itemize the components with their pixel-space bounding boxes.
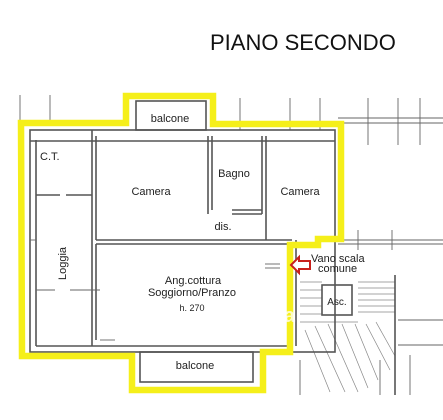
room-label-ang-cottura: Ang.cottura	[165, 275, 222, 287]
room-label-comune: comune	[318, 263, 357, 275]
room-label-soggiorno: Soggiorno/Pranzo	[148, 287, 236, 299]
room-label-balcone-top: balcone	[151, 113, 190, 125]
unit-outline	[17, 92, 345, 394]
room-label-balcone-bottom: balcone	[176, 360, 215, 372]
elevator-label: Asc.	[327, 297, 346, 308]
room-label-loggia: Loggia	[57, 246, 69, 280]
room-label-camera-left: Camera	[131, 186, 171, 198]
plan-title: PIANO SECONDO	[210, 30, 396, 55]
room-label-dis: dis.	[214, 221, 231, 233]
room-label-ct: C.T.	[40, 151, 60, 163]
watermark-text: idealista	[215, 305, 296, 327]
room-label-camera-right: Camera	[280, 186, 320, 198]
apartment-walls	[29, 100, 336, 383]
room-label-bagno: Bagno	[218, 168, 250, 180]
room-height-label: h. 270	[179, 303, 204, 313]
room-label-vano-scala: Vano scala	[311, 253, 365, 265]
entrance-arrow-icon	[289, 254, 311, 276]
stairwell-steps	[300, 275, 396, 395]
building-context-lines	[19, 95, 443, 395]
